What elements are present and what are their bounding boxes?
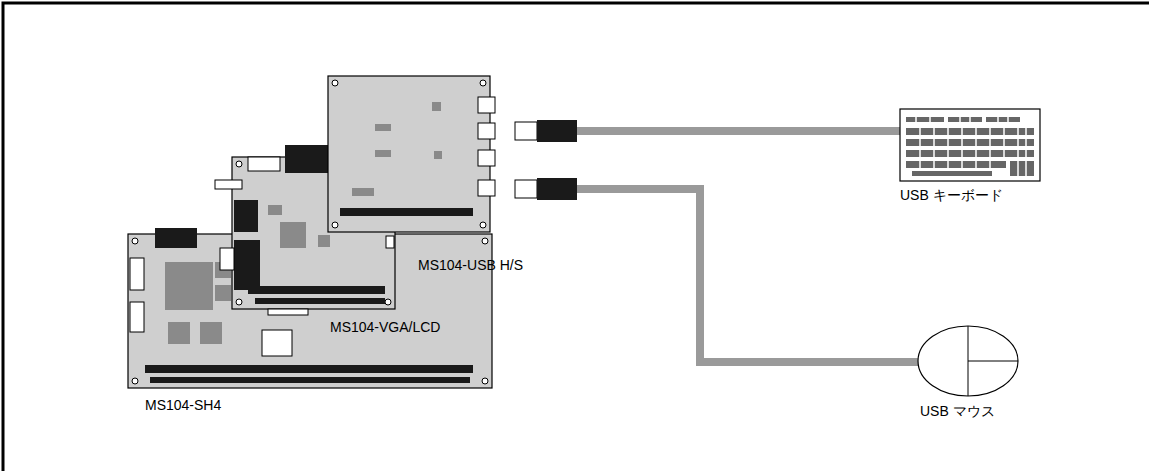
usb-board bbox=[328, 76, 495, 248]
keyboard-icon bbox=[900, 109, 1040, 181]
board-label: MS104-VGA/LCD bbox=[330, 319, 440, 336]
device-label: USB マウス bbox=[920, 403, 995, 420]
usb-cables bbox=[515, 120, 920, 362]
board-label: MS104-SH4 bbox=[145, 397, 221, 414]
device-label: USB キーボード bbox=[900, 187, 1003, 204]
board-label: MS104-USB H/S bbox=[418, 257, 523, 274]
mouse-icon bbox=[918, 326, 1018, 396]
frame bbox=[3, 3, 1149, 471]
